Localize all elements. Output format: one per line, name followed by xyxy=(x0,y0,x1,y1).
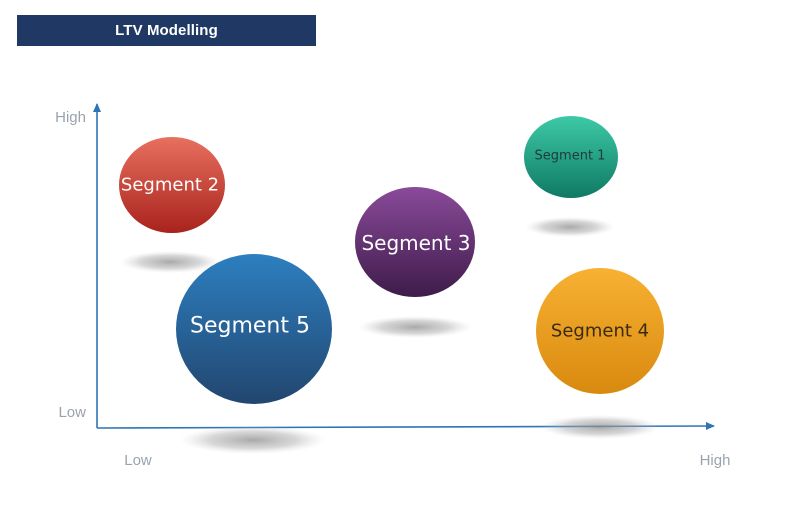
segment-2-shadow xyxy=(120,251,220,273)
segment-1-bubble: Segment 1 xyxy=(524,116,618,198)
segment-4-label: Segment 4 xyxy=(551,321,649,342)
segment-3-bubble: Segment 3 xyxy=(355,187,475,297)
page-title-text: LTV Modelling xyxy=(115,22,218,39)
page-title: LTV Modelling xyxy=(17,15,316,46)
segment-3-label: Segment 3 xyxy=(361,231,470,255)
segment-1-shadow xyxy=(525,217,615,237)
segment-5-label: Segment 5 xyxy=(190,314,310,339)
x-axis-low-label: Low xyxy=(124,452,152,469)
segment-5-bubble: Segment 5 xyxy=(176,254,332,404)
segment-4-shadow xyxy=(540,415,660,439)
y-axis-high-label: High xyxy=(55,109,86,126)
segment-2-label: Segment 2 xyxy=(121,175,219,196)
x-axis-high-label: High xyxy=(700,452,731,469)
segment-5-shadow xyxy=(180,426,326,454)
y-axis-low-label: Low xyxy=(58,404,86,421)
segment-1-label: Segment 1 xyxy=(535,149,606,164)
segment-2-bubble: Segment 2 xyxy=(119,137,225,233)
segment-4-bubble: Segment 4 xyxy=(536,268,664,394)
segment-3-shadow xyxy=(358,316,472,338)
